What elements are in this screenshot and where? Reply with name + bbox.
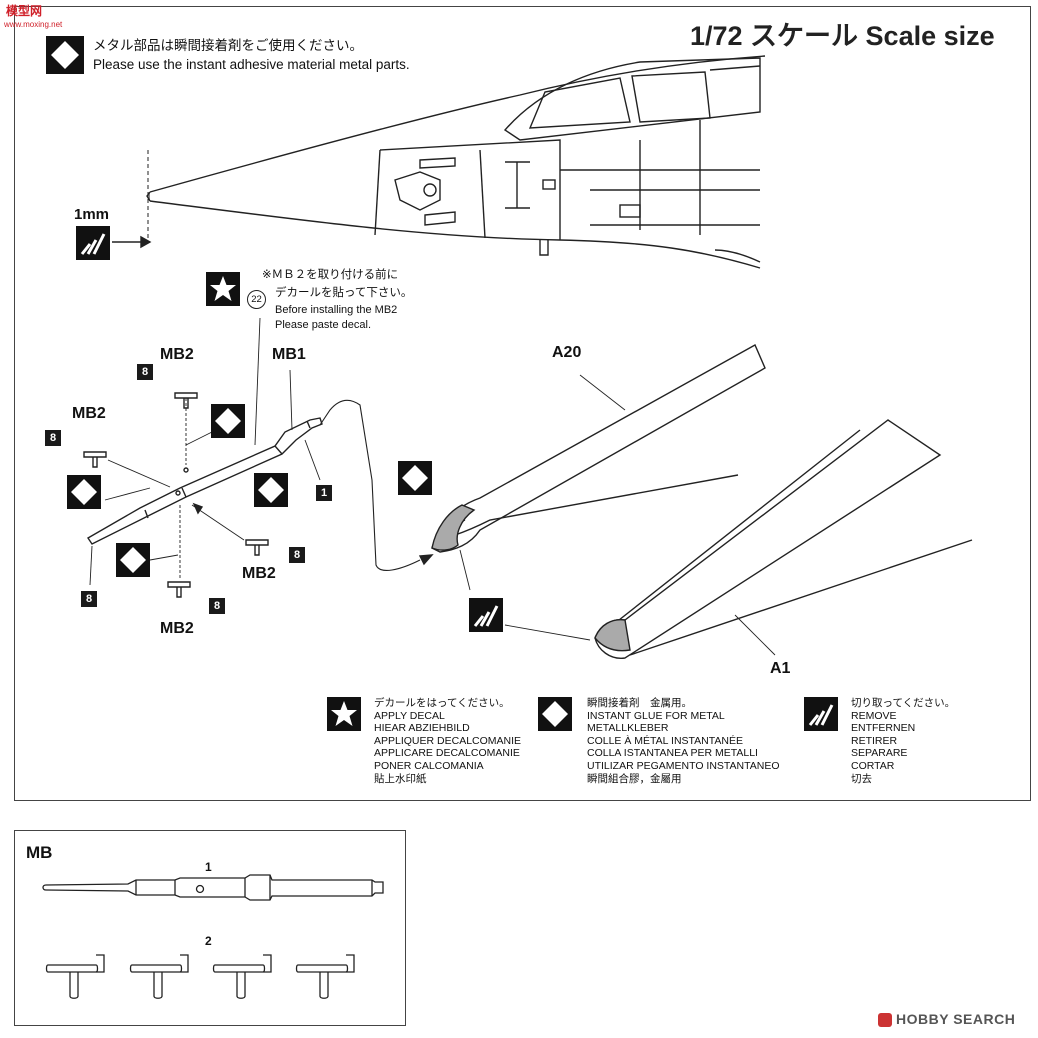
parts-frame [14, 830, 406, 1026]
watermark-logo-sub: www.moxing.net [4, 20, 63, 29]
label-mb2-bottom: MB2 [160, 620, 194, 637]
cut-icon [80, 233, 106, 255]
label-a20: A20 [552, 344, 582, 361]
canopy [503, 57, 761, 141]
legend-cut-text: 切り取ってください。 REMOVE ENTFERNEN RETIRER SEPA… [851, 697, 956, 785]
decal-note-en-1: Before installing the MB2 [275, 304, 398, 316]
watermark-logo-text: 模型网 [6, 4, 43, 18]
nose-cut-icon [76, 226, 110, 260]
footer-brand: HOBBY SEARCH [878, 1011, 1016, 1028]
a20-wing [431, 344, 766, 553]
diamond-icon [402, 465, 428, 491]
diamond-icon [120, 547, 146, 573]
decal-number-badge: 22 [247, 290, 266, 309]
decal-note-jp-1: ※ＭＢ２を取り付ける前に [262, 269, 399, 281]
diamond-icon [215, 408, 241, 434]
cut-icon [808, 704, 834, 726]
star-icon [331, 701, 357, 726]
fuselage-upper [149, 55, 766, 193]
top-note-en: Please use the instant adhesive material… [93, 57, 410, 72]
glue-icon-box-3 [254, 473, 288, 507]
legend-decal-text: デカールをはってください。 APPLY DECAL HIEAR ABZIEHBI… [374, 697, 522, 785]
num-badge-8-left: 8 [45, 430, 61, 446]
num-badge-1: 1 [316, 485, 332, 501]
label-mb1: MB1 [272, 346, 306, 363]
num-badge-8-right: 8 [289, 547, 305, 563]
num-badge-8-tip: 8 [81, 591, 97, 607]
top-note-icon [46, 36, 84, 74]
legend-glue-icon [538, 697, 572, 731]
cut-icon [473, 605, 499, 627]
label-mb2-left: MB2 [72, 405, 106, 422]
top-note-jp: メタル部品は瞬間接着剤をご使用ください。 [93, 38, 363, 53]
label-mb2-right: MB2 [242, 565, 276, 582]
parts-box-part-1: 1 [205, 860, 212, 874]
diamond-icon [258, 477, 284, 503]
wing-cut-icon-box [469, 598, 503, 632]
num-badge-8-top: 8 [137, 364, 153, 380]
glue-icon-box-5 [116, 543, 150, 577]
nose-tip [146, 191, 151, 202]
decal-note-icon [206, 272, 240, 306]
legend-glue-text: 瞬間接着剤 金属用。 INSTANT GLUE FOR METAL METALL… [587, 697, 780, 785]
parts-box-title: MB [26, 843, 53, 862]
diamond-icon [542, 701, 568, 727]
glue-icon-box-2 [398, 461, 432, 495]
cut-length-label: 1mm [74, 206, 110, 223]
diamond-icon [71, 479, 97, 505]
label-mb2-top: MB2 [160, 346, 194, 363]
main-frame [14, 6, 1031, 801]
pitot-main [87, 417, 323, 545]
star-icon [210, 276, 236, 301]
decal-note-en-2: Please paste decal. [275, 319, 372, 331]
legend-decal-icon [327, 697, 361, 731]
decal-number: 22 [251, 294, 262, 305]
parts-box-part-2: 2 [205, 934, 212, 948]
brand-logo-icon [878, 1013, 892, 1028]
brand-text: HOBBY SEARCH [896, 1011, 1016, 1027]
num-badge-8-bottom: 8 [209, 598, 225, 614]
label-a1: A1 [770, 660, 791, 677]
glue-icon-box-4 [67, 475, 101, 509]
a1-wing [594, 419, 942, 659]
glue-icon-box-1 [211, 404, 245, 438]
legend-cut-icon [804, 697, 838, 731]
diamond-icon [51, 41, 79, 69]
watermark-logo: 模型网 www.moxing.net [2, 0, 72, 32]
decal-note-jp-2: デカールを貼って下さい。 [275, 287, 413, 299]
scale-title: 1/72 スケール Scale size [690, 21, 995, 51]
fuselage-lower [149, 200, 761, 269]
